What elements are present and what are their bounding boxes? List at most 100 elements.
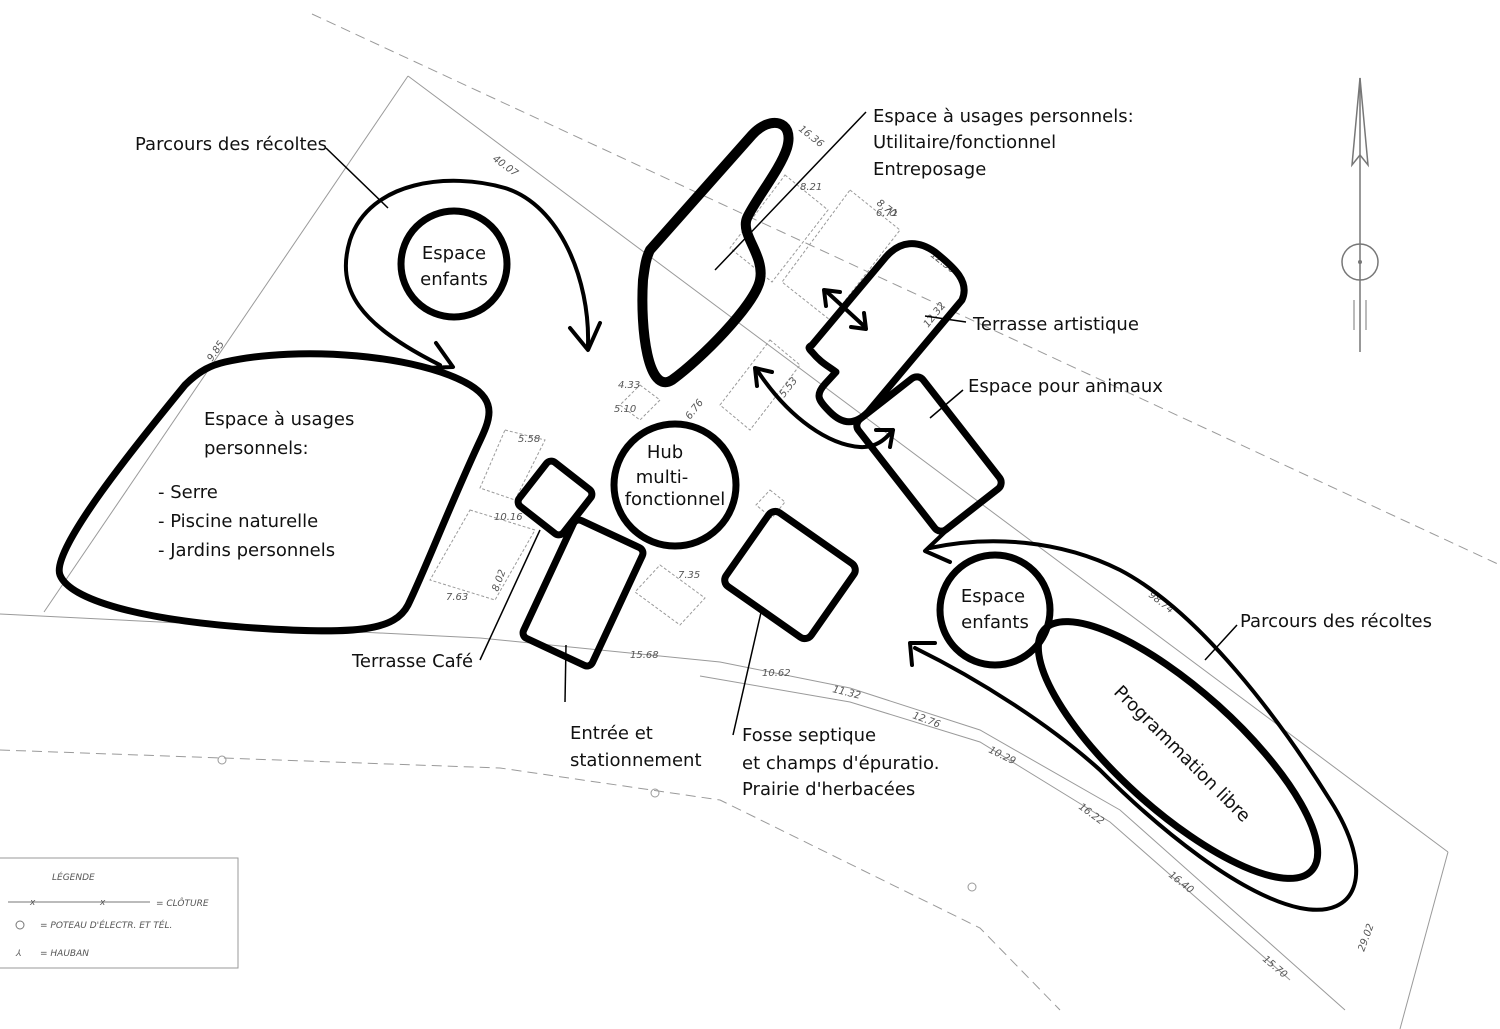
zone-entree-stationnement — [519, 516, 647, 670]
zone-espace-enfants-top — [397, 207, 511, 321]
zone-terrasse-artistique — [805, 240, 968, 426]
leader-line — [714, 111, 867, 271]
leader-line — [929, 389, 964, 419]
dimension-label: 8.21 — [800, 182, 822, 193]
label-espace-personnel-left: Espace à usages — [204, 409, 354, 430]
utility-pole-marker-3 — [967, 882, 977, 892]
dimension-label: 5.58 — [518, 434, 540, 445]
zone-espace-personnel-top — [637, 117, 794, 388]
label-espace-enfants-top: Espace — [422, 243, 486, 264]
dimension-label: 7.35 — [678, 570, 700, 581]
building-footprint — [755, 489, 786, 519]
guy-wire-icon: ⅄ — [15, 949, 22, 959]
svg-text:x: x — [99, 898, 106, 908]
survey-dashed-line-bottom — [0, 749, 1061, 1011]
road-line-1 — [0, 613, 1346, 1011]
leader-line — [1204, 624, 1238, 661]
arrowhead-icon — [849, 311, 868, 331]
dimension-label: 40.07 — [490, 154, 520, 180]
dimension-label: 15.68 — [630, 650, 659, 661]
zone-espace-animaux — [853, 373, 1005, 535]
survey-linework — [0, 13, 1500, 1029]
leader-line — [564, 644, 567, 703]
zone-fosse-septique — [721, 507, 859, 643]
building-footprint — [479, 429, 546, 501]
label-parcours-right: Parcours des récoltes — [1240, 611, 1432, 632]
leader-line — [924, 315, 967, 323]
arrowhead-icon — [568, 321, 602, 352]
dimension-label: 12.76 — [911, 710, 942, 730]
leader-line — [732, 607, 763, 736]
label-programmation: Programmation libre — [1109, 682, 1254, 827]
leader-line — [479, 529, 541, 661]
arrowhead-icon — [753, 366, 774, 388]
label-jardins: - Jardins personnels — [158, 540, 335, 561]
dimension-label: 16.36 — [796, 124, 825, 150]
label-entree: stationnement — [570, 750, 702, 771]
label-hub: Hub — [647, 442, 683, 463]
dimension-label: 5.10 — [614, 404, 636, 415]
zone-labels: Parcours des récoltes Espace enfants Esp… — [135, 106, 1432, 827]
dimension-label: 4.33 — [618, 380, 640, 391]
north-arrow-icon — [1341, 77, 1379, 352]
label-espace-enfants-right: enfants — [961, 612, 1029, 633]
building-footprint — [781, 189, 901, 321]
double-arrow — [825, 290, 866, 328]
arrowhead-icon — [923, 530, 952, 564]
zone-hub-multifonctionnel — [610, 420, 740, 550]
path-animaux — [755, 368, 895, 450]
label-terrasse-cafe: Terrasse Café — [351, 651, 473, 672]
dimension-label: 16.22 — [1076, 802, 1106, 828]
utility-pole-icon — [15, 920, 25, 930]
dimension-label: 6.76 — [684, 398, 706, 422]
dimension-label: 15.70 — [1260, 954, 1289, 981]
property-line-left — [43, 75, 409, 613]
label-fosse: Fosse septique — [742, 725, 876, 746]
label-parcours-top: Parcours des récoltes — [135, 134, 327, 155]
zone-programmation-libre — [1034, 618, 1322, 882]
zone-espace-personnel-left — [55, 350, 493, 635]
arrowhead-icon — [423, 341, 455, 370]
legend-cloture: = CLÔTURE — [156, 897, 209, 909]
label-espace-personnel-top: Entreposage — [873, 159, 986, 180]
zone-espace-enfants-right — [936, 551, 1054, 669]
leader-lines — [325, 111, 1238, 736]
arrowhead-icon — [874, 428, 895, 449]
label-espace-personnel-top: Espace à usages personnels: — [873, 106, 1134, 127]
svg-text:x: x — [29, 898, 36, 908]
label-hub: multi- — [636, 467, 689, 488]
road-line-2 — [699, 675, 1291, 981]
dimension-label: 7.63 — [446, 592, 468, 603]
program-zones — [55, 117, 1322, 882]
property-line-right — [1399, 851, 1449, 1029]
building-footprint — [429, 509, 536, 601]
legend-title: LÉGENDE — [52, 871, 95, 883]
utility-pole-marker-1 — [217, 755, 227, 765]
building-footprint — [619, 384, 661, 421]
arrowhead-icon — [822, 288, 842, 308]
utility-pole-marker-2 — [650, 788, 660, 798]
label-espace-animaux: Espace pour animaux — [968, 376, 1163, 397]
dimension-label: 5.53 — [778, 376, 800, 400]
dimension-label: 29.02 — [1356, 922, 1376, 953]
legend-poteau: = POTEAU D'ÉLECTR. ET TÉL. — [40, 919, 172, 931]
dimension-label: 6.71 — [876, 208, 898, 219]
label-piscine: - Piscine naturelle — [158, 511, 318, 532]
property-line-top — [407, 75, 1449, 853]
circulation-paths — [344, 178, 1359, 912]
path-parcours-right — [913, 539, 1359, 912]
label-fosse: Prairie d'herbacées — [742, 779, 915, 800]
building-footprint — [634, 564, 706, 626]
label-espace-enfants-top: enfants — [420, 269, 488, 290]
dimension-label: 10.16 — [494, 512, 523, 523]
leader-line — [325, 147, 389, 209]
label-serre: - Serre — [158, 482, 218, 503]
path-parcours-top — [344, 178, 591, 367]
building-footprint — [719, 339, 801, 431]
label-hub: fonctionnel — [625, 489, 726, 510]
label-terrasse-artistique: Terrasse artistique — [972, 314, 1139, 335]
label-fosse: et champs d'épuratio. — [742, 753, 939, 774]
survey-dashed-line-top — [311, 13, 1500, 566]
label-espace-personnel-top: Utilitaire/fonctionnel — [873, 132, 1056, 153]
